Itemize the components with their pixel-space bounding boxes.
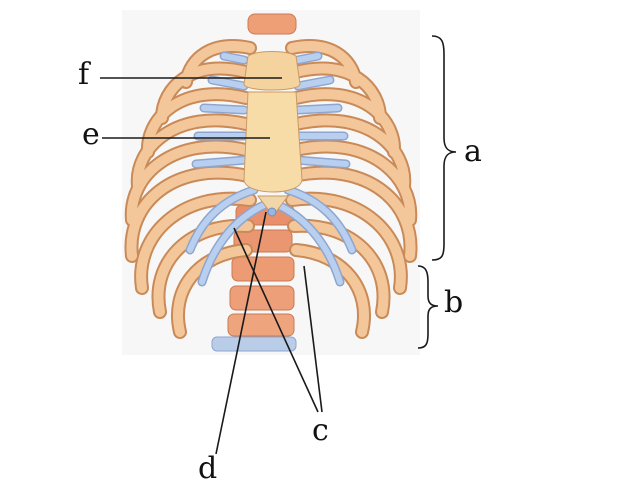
label-b: b bbox=[444, 288, 463, 318]
label-d: d bbox=[198, 454, 217, 484]
label-e: e bbox=[82, 120, 100, 150]
label-a: a bbox=[464, 137, 482, 167]
label-c: c bbox=[312, 416, 329, 446]
label-f: f bbox=[78, 60, 89, 90]
